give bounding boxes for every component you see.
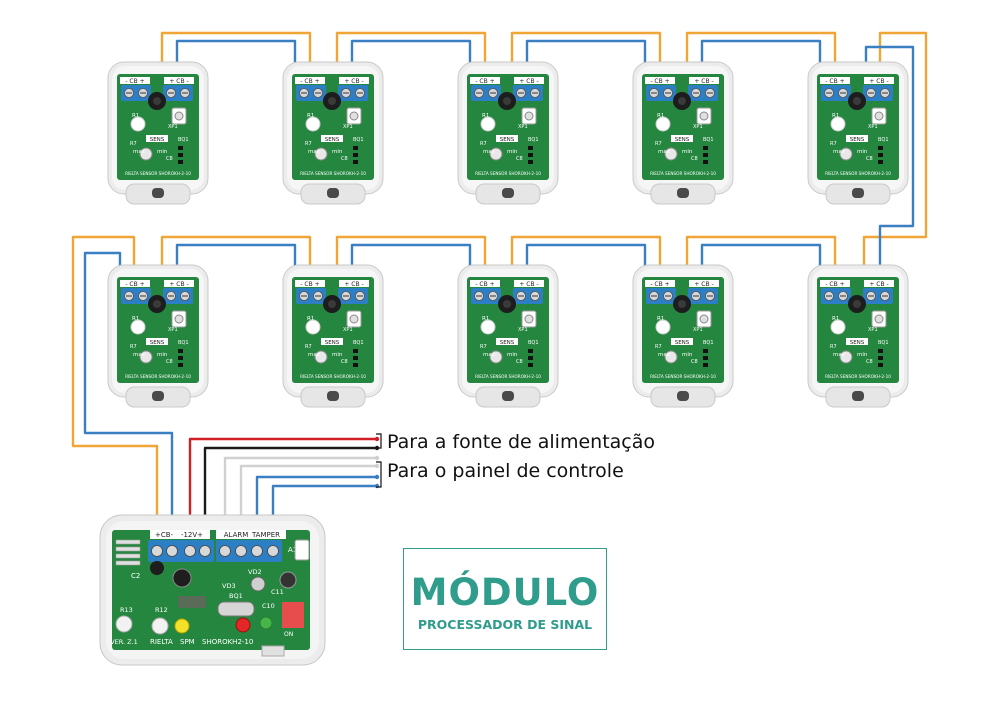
proc-label-ver: VER. Z.1 xyxy=(110,638,138,646)
proc-label-model: SHOROKH2-10 xyxy=(202,638,253,646)
sensor-unit-3 xyxy=(457,61,559,205)
proc-label-12v: -12V+ xyxy=(181,531,203,539)
proc-label-c10: C10 xyxy=(262,602,275,610)
wire-power-negative xyxy=(203,446,377,545)
sensor-unit-10 xyxy=(807,264,909,408)
sensor-unit-4 xyxy=(632,61,734,205)
wire-end-dot-4 xyxy=(374,463,380,469)
proc-label-brand: RIELTA xyxy=(150,638,173,646)
module-title-box: MÓDULO PROCESSADOR DE SINAL xyxy=(403,548,607,650)
proc-label-cb: +CB- xyxy=(155,531,174,539)
proc-label-r12: R12 xyxy=(155,606,168,614)
proc-label-c11: C11 xyxy=(271,588,284,596)
wire-end-dot-3 xyxy=(374,455,380,461)
wire-end-dot-1 xyxy=(374,436,380,442)
sensor-unit-5 xyxy=(807,61,909,205)
power-supply-label: Para a fonte de alimentação xyxy=(387,431,655,453)
sensor-unit-2 xyxy=(282,61,384,205)
proc-label-c2: C2 xyxy=(131,572,140,580)
sensor-unit-9 xyxy=(632,264,734,408)
proc-label-vd2: VD2 xyxy=(248,568,262,576)
proc-label-a1: A1 xyxy=(288,546,297,554)
module-title: MÓDULO xyxy=(410,571,600,614)
sensor-unit-7 xyxy=(282,264,384,408)
sensor-unit-6 xyxy=(107,264,209,408)
sensor-layer xyxy=(107,61,909,408)
proc-label-r13: R13 xyxy=(120,606,133,614)
sensor-unit-1 xyxy=(107,61,209,205)
proc-label-spm: SPM xyxy=(180,638,195,646)
wire-power-positive xyxy=(188,437,377,545)
proc-label-alarm: ALARM xyxy=(224,531,249,539)
wire-right-orange xyxy=(862,31,928,296)
wire-left-orange xyxy=(71,235,159,545)
proc-label-vd3: VD3 xyxy=(222,582,236,590)
proc-label-bq1: BQ1 xyxy=(229,592,243,600)
control-panel-label: Para o painel de controle xyxy=(387,460,624,482)
wire-left-blue xyxy=(83,251,174,545)
annotation-brackets xyxy=(376,433,382,488)
processor-module: +CB- -12V+ ALARM TAMPER A1 C2 VD2 VD3 BQ… xyxy=(99,514,326,666)
wire-right-blue xyxy=(864,45,915,296)
proc-terminal-block-power xyxy=(148,540,214,562)
module-subtitle: PROCESSADOR DE SINAL xyxy=(417,617,593,632)
proc-terminal-block-output xyxy=(216,540,282,562)
proc-label-tamper: TAMPER xyxy=(251,531,280,539)
led-green xyxy=(259,616,273,630)
led-yellow xyxy=(174,618,190,634)
led-red xyxy=(235,617,251,633)
proc-label-switch-on: ON xyxy=(284,631,293,638)
sensor-unit-8 xyxy=(457,264,559,408)
wire-end-dot-5 xyxy=(374,474,380,480)
